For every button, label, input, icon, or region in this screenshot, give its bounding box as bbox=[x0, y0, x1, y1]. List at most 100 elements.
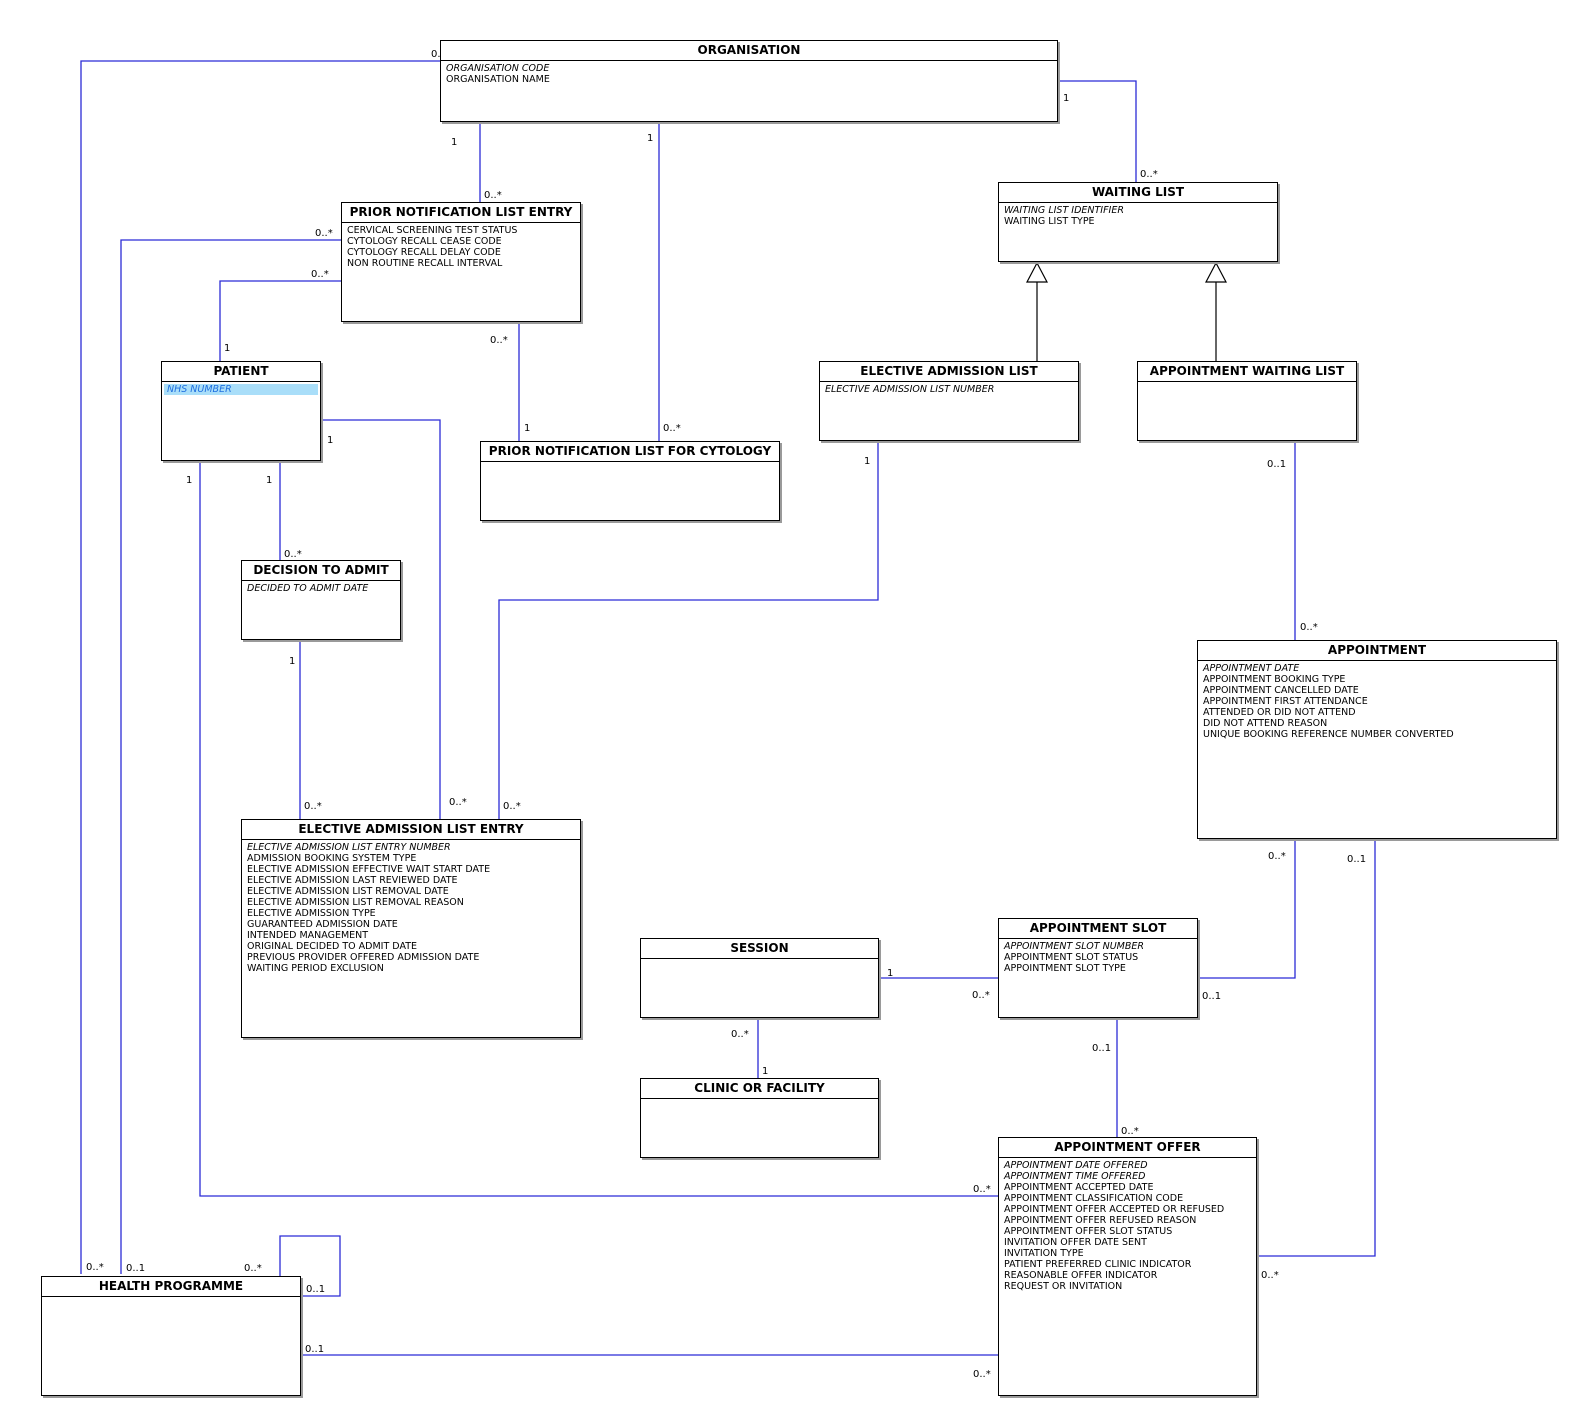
attribute: APPOINTMENT FIRST ATTENDANCE bbox=[1203, 696, 1368, 707]
key-attribute: WAITING LIST IDENTIFIER bbox=[1004, 205, 1124, 216]
attribute: GUARANTEED ADMISSION DATE bbox=[247, 919, 398, 930]
multiplicity-label: 0..* bbox=[503, 801, 521, 812]
multiplicity-label: 1 bbox=[266, 475, 272, 486]
key-attribute: APPOINTMENT DATE bbox=[1203, 663, 1300, 674]
attribute: NON ROUTINE RECALL INTERVAL bbox=[347, 258, 503, 269]
entity-session[interactable]: SESSION bbox=[640, 938, 879, 1018]
attribute: CYTOLOGY RECALL CEASE CODE bbox=[347, 236, 502, 247]
entity-title: CLINIC OR FACILITY bbox=[641, 1079, 878, 1099]
attribute: ORIGINAL DECIDED TO ADMIT DATE bbox=[247, 941, 418, 952]
key-attribute: APPOINTMENT DATE OFFERED bbox=[1004, 1160, 1148, 1171]
multiplicity-label: 0..1 bbox=[305, 1344, 324, 1355]
multiplicity-label: 0..* bbox=[86, 1262, 104, 1273]
attribute-list bbox=[42, 1297, 300, 1301]
multiplicity-label: 0..* bbox=[1261, 1270, 1279, 1281]
attribute-list bbox=[641, 959, 878, 963]
attribute: APPOINTMENT OFFER SLOT STATUS bbox=[1004, 1226, 1173, 1237]
attribute: APPOINTMENT ACCEPTED DATE bbox=[1004, 1182, 1154, 1193]
entity-decision-to-admit[interactable]: DECISION TO ADMIT DECIDED TO ADMIT DATE bbox=[241, 560, 401, 640]
multiplicity-label: 1 bbox=[327, 435, 333, 446]
entity-title: PRIOR NOTIFICATION LIST ENTRY bbox=[342, 203, 580, 223]
rel-appointment-appointment-slot bbox=[1198, 839, 1296, 979]
entity-title: APPOINTMENT WAITING LIST bbox=[1138, 362, 1356, 382]
entity-prior-notification-list-for-cytology[interactable]: PRIOR NOTIFICATION LIST FOR CYTOLOGY bbox=[480, 441, 780, 521]
attribute: PATIENT PREFERRED CLINIC INDICATOR bbox=[1004, 1259, 1192, 1270]
attribute: INVITATION OFFER DATE SENT bbox=[1004, 1237, 1147, 1248]
multiplicity-label: 0..* bbox=[244, 1263, 262, 1274]
entity-title: DECISION TO ADMIT bbox=[242, 561, 400, 581]
multiplicity-label: 1 bbox=[647, 133, 653, 144]
attribute: ELECTIVE ADMISSION LIST REMOVAL DATE bbox=[247, 886, 449, 897]
attribute-list: DECIDED TO ADMIT DATE bbox=[242, 581, 400, 596]
entity-title: ELECTIVE ADMISSION LIST bbox=[820, 362, 1078, 382]
attribute: APPOINTMENT BOOKING TYPE bbox=[1203, 674, 1346, 685]
attribute: WAITING LIST TYPE bbox=[1004, 216, 1095, 227]
multiplicity-label: 1 bbox=[762, 1066, 768, 1077]
attribute: REASONABLE OFFER INDICATOR bbox=[1004, 1270, 1158, 1281]
rel-appointment-appointment-offer bbox=[1257, 839, 1376, 1257]
key-attribute: ELECTIVE ADMISSION LIST ENTRY NUMBER bbox=[247, 842, 451, 853]
multiplicity-label: 0..* bbox=[1140, 169, 1158, 180]
attribute: INVITATION TYPE bbox=[1004, 1248, 1084, 1259]
attribute: ELECTIVE ADMISSION TYPE bbox=[247, 908, 376, 919]
multiplicity-label: 0..* bbox=[1268, 851, 1286, 862]
multiplicity-label: 0..* bbox=[972, 990, 990, 1001]
attribute-list: NHS NUMBER bbox=[162, 382, 320, 397]
multiplicity-label: 1 bbox=[887, 968, 893, 979]
key-attribute: APPOINTMENT TIME OFFERED bbox=[1004, 1171, 1146, 1182]
multiplicity-label: 0..1 bbox=[1092, 1043, 1111, 1054]
attribute: CERVICAL SCREENING TEST STATUS bbox=[347, 225, 518, 236]
key-attribute: APPOINTMENT SLOT NUMBER bbox=[1004, 941, 1144, 952]
attribute: APPOINTMENT OFFER ACCEPTED OR REFUSED bbox=[1004, 1204, 1225, 1215]
attribute: CYTOLOGY RECALL DELAY CODE bbox=[347, 247, 501, 258]
multiplicity-label: 1 bbox=[186, 475, 192, 486]
attribute: APPOINTMENT OFFER REFUSED REASON bbox=[1004, 1215, 1197, 1226]
rel-health-programme-prior-notification-list-entry bbox=[120, 239, 341, 1274]
multiplicity-label: 0..* bbox=[1121, 1126, 1139, 1137]
multiplicity-label: 0..* bbox=[1300, 622, 1318, 633]
key-attribute: DECIDED TO ADMIT DATE bbox=[247, 583, 369, 594]
attribute: ADMISSION BOOKING SYSTEM TYPE bbox=[247, 853, 417, 864]
entity-clinic-or-facility[interactable]: CLINIC OR FACILITY bbox=[640, 1078, 879, 1158]
entity-appointment-waiting-list[interactable]: APPOINTMENT WAITING LIST bbox=[1137, 361, 1357, 441]
rel-health-programme-self bbox=[279, 1235, 341, 1297]
attribute: PREVIOUS PROVIDER OFFERED ADMISSION DATE bbox=[247, 952, 480, 963]
key-attribute: ELECTIVE ADMISSION LIST NUMBER bbox=[825, 384, 995, 395]
attribute: DID NOT ATTEND REASON bbox=[1203, 718, 1328, 729]
attribute-list bbox=[641, 1099, 878, 1103]
multiplicity-label: 1 bbox=[524, 423, 530, 434]
multiplicity-label: 0..* bbox=[449, 797, 467, 808]
generalization-arrow-appointment-waiting-list bbox=[1205, 261, 1227, 283]
entity-title: PATIENT bbox=[162, 362, 320, 382]
attribute: INTENDED MANAGEMENT bbox=[247, 930, 369, 941]
multiplicity-label: 0..* bbox=[304, 801, 322, 812]
attribute: UNIQUE BOOKING REFERENCE NUMBER CONVERTE… bbox=[1203, 729, 1454, 740]
entity-title: APPOINTMENT SLOT bbox=[999, 919, 1197, 939]
key-attribute: NHS NUMBER bbox=[164, 384, 318, 395]
entity-patient[interactable]: PATIENT NHS NUMBER bbox=[161, 361, 321, 461]
rel-elective-admission-list-elective-admission-list-entry bbox=[498, 441, 879, 819]
entity-elective-admission-list[interactable]: ELECTIVE ADMISSION LIST ELECTIVE ADMISSIO… bbox=[819, 361, 1079, 441]
multiplicity-label: 0..* bbox=[315, 228, 333, 239]
multiplicity-label: 0..* bbox=[484, 190, 502, 201]
rel-organisation-waiting-list bbox=[1058, 80, 1137, 182]
entity-title: PRIOR NOTIFICATION LIST FOR CYTOLOGY bbox=[481, 442, 779, 462]
entity-health-programme[interactable]: HEALTH PROGRAMME bbox=[41, 1276, 301, 1396]
multiplicity-label: 0..* bbox=[973, 1184, 991, 1195]
attribute: APPOINTMENT SLOT STATUS bbox=[1004, 952, 1139, 963]
attribute: ELECTIVE ADMISSION LIST REMOVAL REASON bbox=[247, 897, 464, 908]
attribute: APPOINTMENT CLASSIFICATION CODE bbox=[1004, 1193, 1184, 1204]
attribute: APPOINTMENT SLOT TYPE bbox=[1004, 963, 1126, 974]
